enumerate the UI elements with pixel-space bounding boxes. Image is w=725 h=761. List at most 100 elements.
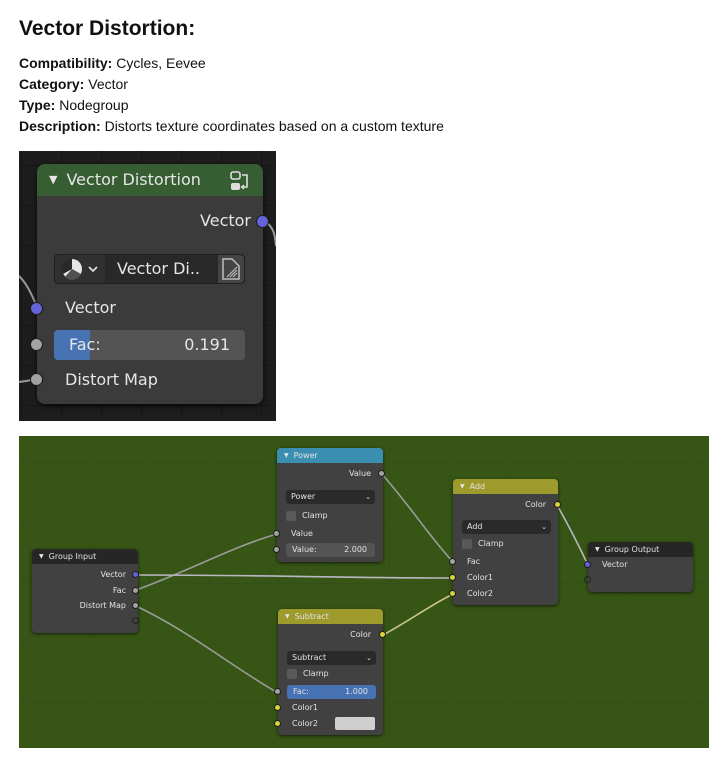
node-title: Vector Distortion bbox=[66, 170, 201, 189]
page-title: Vector Distortion: bbox=[19, 17, 196, 40]
subtract-operation-dropdown[interactable]: Subtract ⌄ bbox=[287, 651, 376, 665]
power-clamp-label: Clamp bbox=[302, 511, 328, 520]
checkbox-box[interactable] bbox=[287, 669, 297, 679]
description-value: Distorts texture coordinates based on a … bbox=[104, 118, 444, 134]
subtract-fac-field[interactable]: Fac: 1.000 bbox=[287, 685, 376, 699]
node-closeup-screenshot: ▼ Vector Distortion Vector Vector Di.. bbox=[19, 151, 276, 421]
group-input-distort-socket[interactable] bbox=[132, 602, 139, 609]
subtract-color1-label: Color1 bbox=[292, 703, 318, 712]
type-label: Type: bbox=[19, 97, 56, 113]
wire-fac-to-power bbox=[135, 533, 278, 591]
triangle-down-icon[interactable]: ▼ bbox=[285, 613, 290, 620]
fake-user-button[interactable] bbox=[218, 255, 244, 283]
wire-distort-to-subtract bbox=[135, 605, 279, 694]
group-input-distort-label: Distort Map bbox=[79, 601, 126, 610]
subtract-color1-socket[interactable] bbox=[274, 704, 281, 711]
group-output-vector-socket[interactable] bbox=[584, 561, 591, 568]
compatibility-value: Cycles, Eevee bbox=[116, 55, 206, 71]
group-output-header[interactable]: ▼Group Output bbox=[588, 542, 693, 557]
triangle-down-icon[interactable]: ▼ bbox=[595, 546, 600, 553]
power-input-b-socket[interactable] bbox=[273, 546, 280, 553]
subtract-fac-value: 1.000 bbox=[345, 687, 368, 696]
chevron-down-icon: ⌄ bbox=[366, 654, 372, 662]
add-fac-label: Fac bbox=[467, 557, 481, 566]
vector-distortion-node[interactable]: ▼ Vector Distortion Vector Vector Di.. bbox=[30, 164, 269, 404]
add-header[interactable]: ▼Add bbox=[453, 479, 558, 494]
output-vector-label: Vector bbox=[200, 211, 251, 230]
group-input-vector-label: Vector bbox=[100, 570, 127, 579]
power-input-value-socket[interactable] bbox=[273, 530, 280, 537]
subtract-color2-label: Color2 bbox=[292, 719, 318, 728]
add-output-socket[interactable] bbox=[554, 501, 561, 508]
nodegroup-selector[interactable]: Vector Di.. bbox=[54, 254, 245, 284]
output-vector-socket[interactable] bbox=[256, 215, 269, 228]
checkbox-box[interactable] bbox=[286, 511, 296, 521]
nodegroup-icon[interactable] bbox=[229, 170, 251, 192]
compatibility-line: Compatibility: Cycles, Eevee bbox=[19, 55, 206, 71]
description-label: Description: bbox=[19, 118, 101, 134]
add-color1-socket[interactable] bbox=[449, 574, 456, 581]
group-input-empty-socket[interactable] bbox=[132, 617, 139, 624]
fac-slider[interactable]: Fac: 0.191 bbox=[54, 330, 245, 360]
graph-wires bbox=[135, 473, 589, 694]
group-input-vector-socket[interactable] bbox=[132, 571, 139, 578]
subtract-color2-swatch[interactable] bbox=[335, 717, 375, 730]
subtract-clamp-label: Clamp bbox=[303, 669, 329, 678]
power-title: Power bbox=[293, 451, 318, 460]
add-color1-label: Color1 bbox=[467, 573, 493, 582]
chevron-down-icon: ⌄ bbox=[541, 523, 547, 531]
node-header[interactable]: ▼ Vector Distortion bbox=[37, 164, 263, 196]
subtract-header[interactable]: ▼Subtract bbox=[278, 609, 383, 624]
add-clamp-label: Clamp bbox=[478, 539, 504, 548]
power-node[interactable]: ▼Power Value Power⌄ Clamp Value Value:2.… bbox=[273, 448, 385, 562]
subtract-output-label: Color bbox=[350, 630, 371, 639]
group-output-empty-socket[interactable] bbox=[584, 576, 591, 583]
input-fac-socket[interactable] bbox=[30, 338, 43, 351]
add-operation-dropdown[interactable]: Add⌄ bbox=[462, 520, 551, 534]
power-output-label: Value bbox=[349, 469, 371, 478]
fac-value: 0.191 bbox=[184, 335, 230, 354]
subtract-color2-socket[interactable] bbox=[274, 720, 281, 727]
add-fac-socket[interactable] bbox=[449, 558, 456, 565]
add-color2-socket[interactable] bbox=[449, 590, 456, 597]
wire-subtract-to-add bbox=[382, 593, 454, 636]
power-field-label: Value: bbox=[292, 545, 317, 554]
input-vector-label: Vector bbox=[65, 298, 116, 317]
input-vector-socket[interactable] bbox=[30, 302, 43, 315]
power-clamp-checkbox[interactable]: Clamp bbox=[286, 510, 328, 522]
group-input-header[interactable]: ▼ Group Input bbox=[32, 549, 138, 564]
browse-button[interactable] bbox=[55, 255, 105, 283]
fac-label: Fac: bbox=[69, 335, 101, 354]
triangle-down-icon[interactable]: ▼ bbox=[39, 553, 44, 560]
group-input-fac-socket[interactable] bbox=[132, 587, 139, 594]
subtract-operation-value: Subtract bbox=[292, 653, 327, 662]
category-label: Category: bbox=[19, 76, 85, 92]
power-field-value: 2.000 bbox=[344, 545, 367, 554]
subtract-output-socket[interactable] bbox=[379, 631, 386, 638]
group-input-node[interactable]: ▼Group Input Vector Fac Distort Map bbox=[32, 549, 139, 633]
subtract-clamp-checkbox[interactable]: Clamp bbox=[287, 668, 329, 680]
subtract-node[interactable]: ▼Subtract Color Subtract ⌄ Clamp Fac: 1.00… bbox=[274, 609, 386, 735]
add-node[interactable]: ▼Add Color Add⌄ Clamp Fac Color1 Color2 bbox=[449, 479, 561, 605]
power-value-field[interactable]: Value: 2.000 bbox=[286, 543, 375, 557]
group-output-node[interactable]: ▼Group Output Vector bbox=[584, 542, 693, 592]
compatibility-label: Compatibility: bbox=[19, 55, 113, 71]
add-clamp-checkbox[interactable]: Clamp bbox=[462, 538, 504, 550]
subtract-fac-label: Fac: bbox=[293, 687, 309, 696]
power-header[interactable]: ▼ Power bbox=[277, 448, 383, 463]
checkbox-box[interactable] bbox=[462, 539, 472, 549]
power-output-socket[interactable] bbox=[378, 470, 385, 477]
triangle-down-icon[interactable]: ▼ bbox=[49, 173, 58, 186]
category-line: Category: Vector bbox=[19, 76, 128, 92]
wire-power-to-add bbox=[381, 473, 454, 563]
subtract-fac-socket[interactable] bbox=[274, 688, 281, 695]
triangle-down-icon[interactable]: ▼ bbox=[284, 452, 289, 459]
triangle-down-icon[interactable]: ▼ bbox=[460, 483, 465, 490]
power-operation-value: Power bbox=[291, 492, 316, 501]
power-operation-dropdown[interactable]: Power ⌄ bbox=[286, 490, 375, 504]
input-distort-map-socket[interactable] bbox=[30, 373, 43, 386]
node-tree-icon bbox=[61, 258, 98, 280]
wire-add-to-output bbox=[556, 504, 589, 566]
chevron-down-icon: ⌄ bbox=[365, 493, 371, 501]
group-input-title: Group Input bbox=[48, 552, 97, 561]
